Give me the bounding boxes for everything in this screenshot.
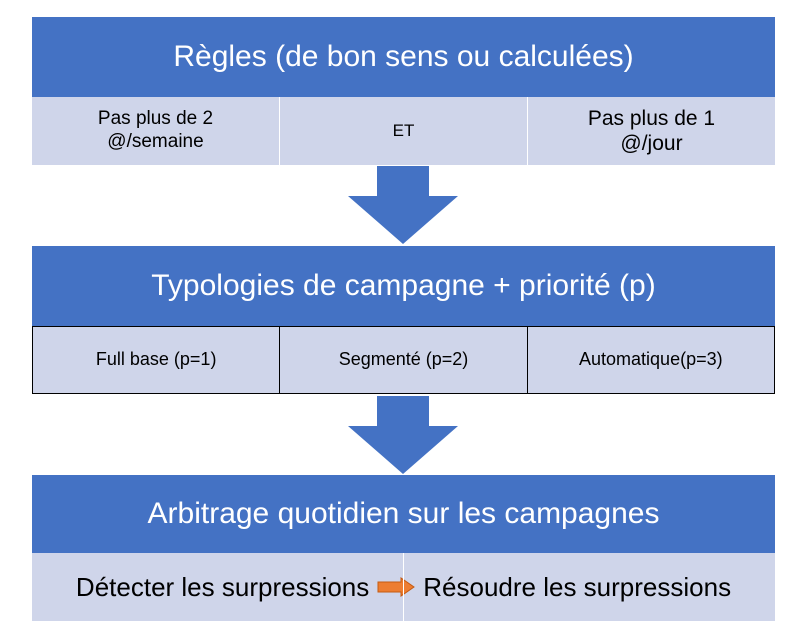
typology-automatic: Automatique(p=3) — [526, 327, 774, 393]
arbitrage-title: Arbitrage quotidien sur les campagnes — [147, 497, 660, 530]
rule-weekly-limit: Pas plus de 2 @/semaine — [32, 97, 279, 165]
typology-segmented-label: Segmenté (p=2) — [338, 349, 469, 370]
typologies-title: Typologies de campagne + priorité (p) — [151, 269, 656, 302]
rule-connector-label: ET — [392, 120, 415, 140]
step-detect: Détecter les surpressions — [75, 571, 370, 602]
process-divider — [403, 553, 404, 621]
arbitrage-process: Détecter les surpressions Résoudre les s… — [32, 553, 775, 621]
typology-full-base: Full base (p=1) — [33, 327, 279, 393]
typology-automatic-label: Automatique(p=3) — [579, 349, 723, 370]
rule-daily-limit-line1: Pas plus de 1 — [587, 106, 716, 130]
rule-daily-limit-line2: @/jour — [620, 132, 683, 155]
rule-daily-limit: Pas plus de 1 @/jour — [527, 97, 775, 165]
rules-header: Règles (de bon sens ou calculées) — [32, 17, 775, 97]
typology-segmented: Segmenté (p=2) — [279, 327, 526, 393]
rules-row: Pas plus de 2 @/semaine ET Pas plus de 1… — [32, 97, 775, 165]
rules-title: Règles (de bon sens ou calculées) — [173, 40, 634, 73]
right-arrow-icon — [377, 577, 416, 597]
typologies-header: Typologies de campagne + priorité (p) — [32, 246, 775, 326]
rule-connector: ET — [279, 97, 527, 165]
arbitrage-header: Arbitrage quotidien sur les campagnes — [32, 475, 775, 553]
step-resolve: Résoudre les surpressions — [423, 571, 732, 602]
down-arrow-icon — [348, 396, 458, 474]
typology-full-base-label: Full base (p=1) — [95, 349, 217, 370]
typologies-row: Full base (p=1) Segmenté (p=2) Automatiq… — [32, 326, 775, 394]
rule-weekly-limit-line2: @/semaine — [107, 131, 204, 152]
rule-weekly-limit-line1: Pas plus de 2 — [97, 108, 214, 130]
down-arrow-icon — [348, 166, 458, 244]
